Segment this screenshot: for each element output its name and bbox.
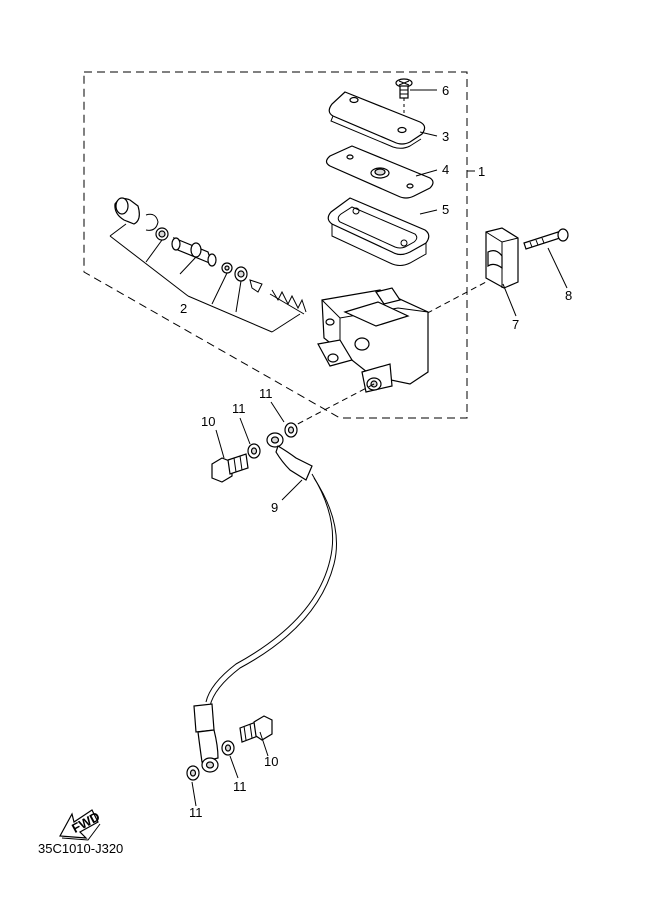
callout-11-upper-right: 11 — [259, 386, 273, 401]
fwd-label: FWD — [69, 809, 102, 836]
callout-9: 9 — [271, 500, 278, 515]
part-reservoir-cover — [328, 91, 426, 149]
callout-5: 5 — [442, 202, 449, 217]
callout-10-upper: 10 — [201, 414, 215, 429]
diagram-code: 35C1010-J320 — [38, 841, 123, 856]
part-clamp — [485, 227, 519, 289]
part-banjo-bolt-lower — [239, 715, 273, 743]
part-banjo-bolt-upper — [211, 453, 249, 483]
part-diaphragm — [327, 197, 430, 266]
callout-11-lower-right: 11 — [233, 779, 247, 794]
part-master-cylinder-body — [317, 287, 429, 393]
assembly-boundary — [83, 71, 468, 419]
callout-7: 7 — [512, 317, 519, 332]
part-screw — [395, 78, 413, 124]
part-piston-kit — [109, 197, 307, 333]
callout-8: 8 — [565, 288, 572, 303]
callout-10-lower: 10 — [264, 754, 278, 769]
callout-2: 2 — [180, 301, 187, 316]
part-clamp-bolt — [523, 228, 569, 250]
callout-4: 4 — [442, 162, 449, 177]
callout-6: 6 — [442, 83, 449, 98]
part-diaphragm-plate — [325, 145, 434, 199]
callout-11-upper-left: 11 — [232, 401, 246, 416]
callout-11-lower-left: 11 — [189, 805, 203, 820]
part-brake-hose — [193, 432, 337, 773]
callout-3: 3 — [442, 129, 449, 144]
fwd-arrow-icon: FWD — [59, 809, 102, 841]
callout-leaders — [191, 89, 568, 807]
callout-1: 1 — [478, 164, 485, 179]
